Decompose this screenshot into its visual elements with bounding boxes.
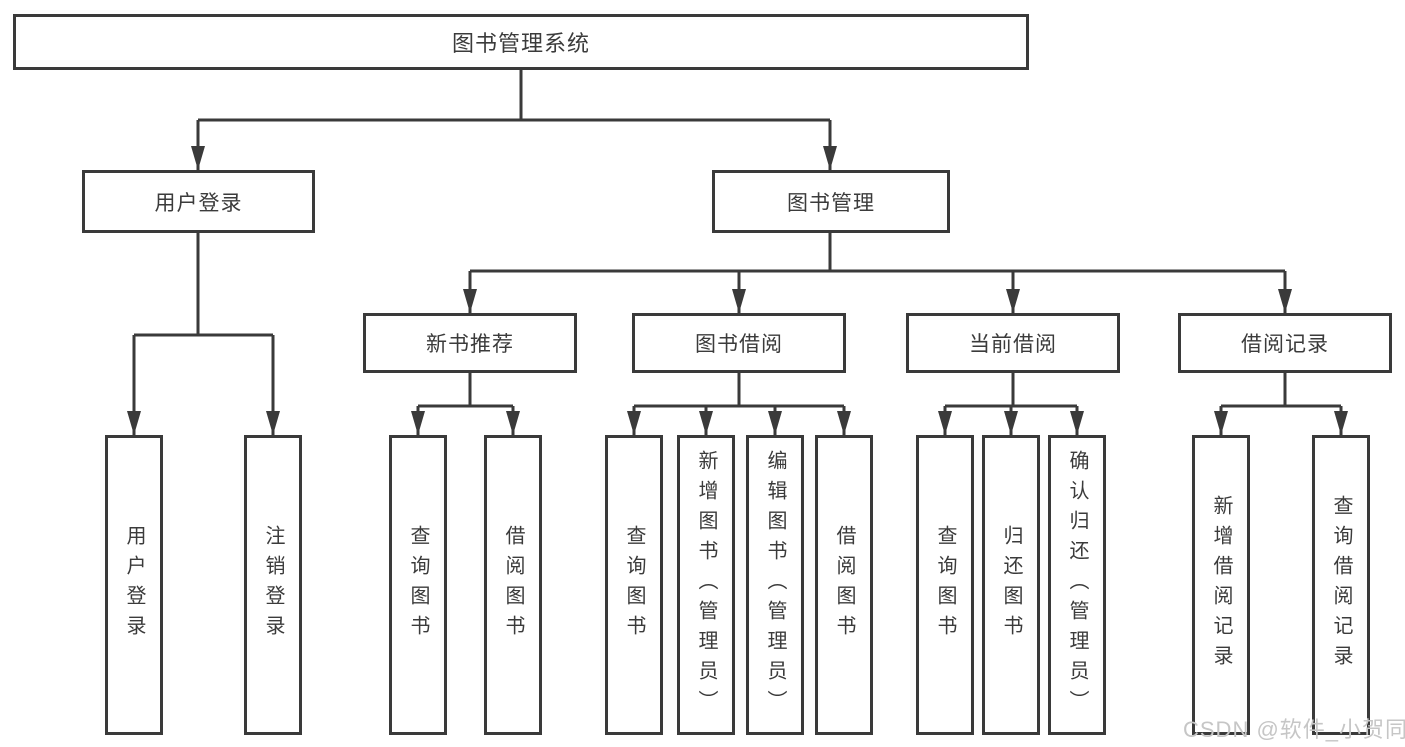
node-book-borrow-label: 图书借阅	[695, 333, 783, 356]
node-cb-confirm-return-admin: 确认归还（管理员）	[1048, 435, 1106, 735]
node-current-borrow-label: 当前借阅	[969, 333, 1057, 356]
node-borrow-records-label: 借阅记录	[1241, 333, 1329, 356]
node-br-query-record: 查询借阅记录	[1312, 435, 1370, 735]
node-logout: 注销登录	[244, 435, 302, 735]
node-new-book-rec: 新书推荐	[363, 313, 577, 373]
node-cb-query-books-label: 查询图书	[934, 525, 956, 645]
node-logout-label: 注销登录	[262, 525, 284, 645]
node-bb-borrow-books: 借阅图书	[815, 435, 873, 735]
node-bb-query-books-label: 查询图书	[623, 525, 645, 645]
node-book-borrow: 图书借阅	[632, 313, 846, 373]
node-new-book-rec-label: 新书推荐	[426, 333, 514, 356]
watermark: CSDN @软件_小贺同学	[1183, 717, 1405, 742]
node-nb-query-books: 查询图书	[389, 435, 447, 735]
node-br-add-record: 新增借阅记录	[1192, 435, 1250, 735]
node-root: 图书管理系统	[13, 14, 1029, 70]
node-nb-borrow-books-label: 借阅图书	[502, 525, 524, 645]
node-nb-borrow-books: 借阅图书	[484, 435, 542, 735]
node-bb-add-books-admin-label: 新增图书（管理员）	[695, 450, 717, 720]
node-bb-edit-books-admin: 编辑图书（管理员）	[746, 435, 804, 735]
node-root-label: 图书管理系统	[451, 31, 590, 56]
node-book-mgmt: 图书管理	[712, 170, 950, 233]
node-bb-add-books-admin: 新增图书（管理员）	[677, 435, 735, 735]
node-current-borrow: 当前借阅	[906, 313, 1120, 373]
node-bb-edit-books-admin-label: 编辑图书（管理员）	[764, 450, 786, 720]
node-br-query-record-label: 查询借阅记录	[1330, 495, 1352, 675]
node-br-add-record-label: 新增借阅记录	[1210, 495, 1232, 675]
node-cb-confirm-return-admin-label: 确认归还（管理员）	[1066, 450, 1088, 720]
node-book-mgmt-label: 图书管理	[787, 191, 875, 215]
node-borrow-records: 借阅记录	[1178, 313, 1392, 373]
node-cb-return-books-label: 归还图书	[1000, 525, 1022, 645]
node-nb-query-books-label: 查询图书	[407, 525, 429, 645]
node-user-login-label: 用户登录	[154, 191, 243, 215]
node-bb-query-books: 查询图书	[605, 435, 663, 735]
node-cb-return-books: 归还图书	[982, 435, 1040, 735]
node-cb-query-books: 查询图书	[916, 435, 974, 735]
node-login-label: 用户登录	[123, 525, 145, 645]
node-login: 用户登录	[105, 435, 163, 735]
node-bb-borrow-books-label: 借阅图书	[833, 525, 855, 645]
node-user-login: 用户登录	[82, 170, 315, 233]
